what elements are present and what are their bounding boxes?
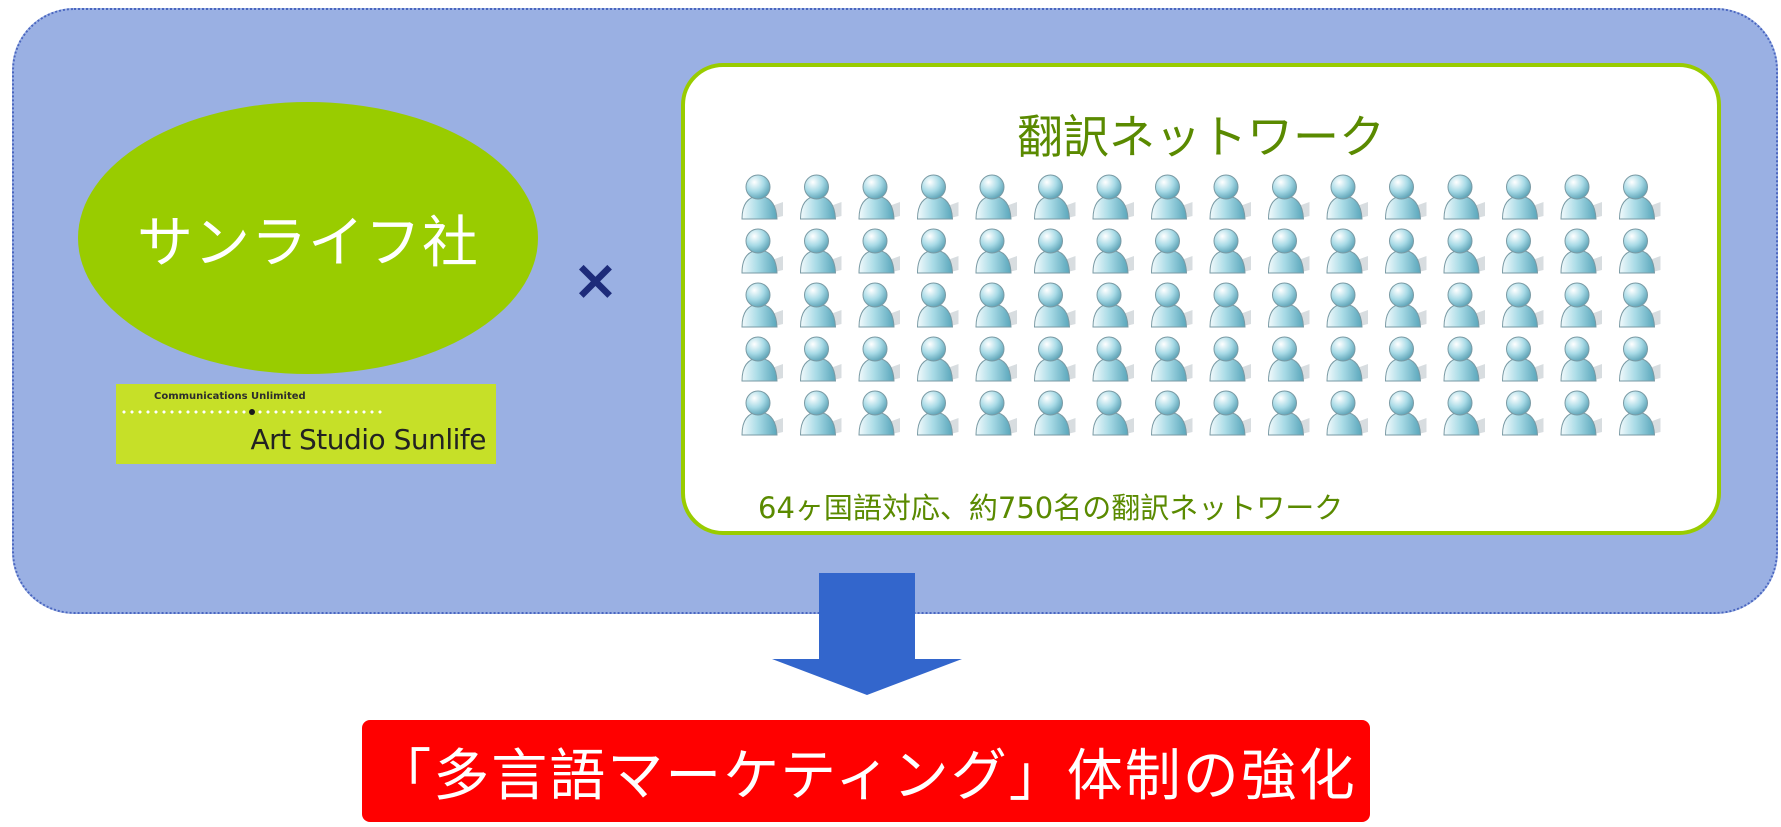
person-icon xyxy=(1618,282,1661,328)
person-icon xyxy=(1092,282,1134,328)
person-icon xyxy=(1501,336,1544,382)
person-icon xyxy=(1267,282,1310,328)
person-icon xyxy=(916,228,959,274)
person-icon xyxy=(1560,174,1602,220)
person-icon xyxy=(1384,336,1427,382)
person-icon xyxy=(1384,390,1427,436)
person-icon xyxy=(1209,336,1251,382)
people-grid xyxy=(741,174,1661,436)
person-icon xyxy=(1618,174,1661,220)
person-icon xyxy=(858,390,900,436)
person-icon xyxy=(1033,390,1076,436)
person-icon xyxy=(1326,336,1368,382)
person-icon xyxy=(858,228,900,274)
person-icon xyxy=(1443,282,1485,328)
person-icon xyxy=(1209,282,1251,328)
network-title: 翻訳ネットワーク xyxy=(1017,110,1385,164)
person-icon xyxy=(1443,228,1485,274)
network-caption: 64ヶ国語対応、約750名の翻訳ネットワーク xyxy=(758,491,1344,525)
person-icon xyxy=(1267,228,1310,274)
person-icon xyxy=(1443,174,1485,220)
person-icon xyxy=(916,174,959,220)
company-name: サンライフ社 xyxy=(137,210,479,276)
person-icon xyxy=(1618,228,1661,274)
person-icon xyxy=(1384,282,1427,328)
logo-brand: Art Studio Sunlife xyxy=(250,423,486,456)
person-icon xyxy=(1092,228,1134,274)
person-icon xyxy=(1326,228,1368,274)
person-icon xyxy=(975,282,1017,328)
person-icon xyxy=(1033,174,1076,220)
person-icon xyxy=(1326,174,1368,220)
person-icon xyxy=(1501,282,1544,328)
person-icon xyxy=(1267,174,1310,220)
person-icon xyxy=(741,282,783,328)
person-icon xyxy=(1150,336,1193,382)
person-icon xyxy=(1326,390,1368,436)
person-icon xyxy=(1092,174,1134,220)
person-icon xyxy=(1618,336,1661,382)
logo-tagline: Communications Unlimited xyxy=(154,391,306,402)
person-icon xyxy=(1501,228,1544,274)
person-icon xyxy=(1033,336,1076,382)
person-icon xyxy=(799,228,842,274)
person-icon xyxy=(1560,282,1602,328)
person-icon xyxy=(1033,228,1076,274)
person-icon xyxy=(975,228,1017,274)
person-icon xyxy=(1326,282,1368,328)
result-text: 「多言語マーケティング」体制の強化 xyxy=(375,743,1357,809)
person-icon xyxy=(741,336,783,382)
person-icon xyxy=(741,390,783,436)
company-ellipse: サンライフ社 xyxy=(78,102,538,374)
person-icon xyxy=(1150,174,1193,220)
person-icon xyxy=(1618,390,1661,436)
person-icon xyxy=(1209,390,1251,436)
art-studio-sunlife-logo: Communications Unlimited Art Studio Sunl… xyxy=(116,384,496,464)
person-icon xyxy=(1209,228,1251,274)
person-icon xyxy=(1267,336,1310,382)
person-icon xyxy=(1150,390,1193,436)
person-icon xyxy=(741,228,783,274)
person-icon xyxy=(916,390,959,436)
person-icon xyxy=(858,174,900,220)
logo-dot-mark xyxy=(249,409,255,415)
person-icon xyxy=(799,336,842,382)
network-box: 翻訳ネットワーク 64ヶ国語対応、約750名の翻訳ネットワーク xyxy=(681,63,1721,535)
person-icon xyxy=(1033,282,1076,328)
person-icon xyxy=(1150,228,1193,274)
person-icon xyxy=(975,390,1017,436)
person-icon xyxy=(1560,390,1602,436)
person-icon xyxy=(1092,336,1134,382)
down-arrow-icon xyxy=(772,573,962,695)
person-icon xyxy=(858,336,900,382)
person-icon xyxy=(858,282,900,328)
person-icon xyxy=(1384,228,1427,274)
person-icon xyxy=(1267,390,1310,436)
person-icon xyxy=(799,390,842,436)
person-icon xyxy=(799,282,842,328)
multiply-sign: × xyxy=(572,248,619,313)
person-icon xyxy=(741,174,783,220)
person-icon xyxy=(1092,390,1134,436)
person-icon xyxy=(916,336,959,382)
person-icon xyxy=(799,174,842,220)
result-banner: 「多言語マーケティング」体制の強化 xyxy=(362,720,1370,822)
person-icon xyxy=(916,282,959,328)
person-icon xyxy=(1560,228,1602,274)
person-icon xyxy=(975,336,1017,382)
person-icon xyxy=(975,174,1017,220)
person-icon xyxy=(1501,390,1544,436)
person-icon xyxy=(1501,174,1544,220)
person-icon xyxy=(1384,174,1427,220)
person-icon xyxy=(1560,336,1602,382)
person-icon xyxy=(1150,282,1193,328)
person-icon xyxy=(1443,390,1485,436)
person-icon xyxy=(1443,336,1485,382)
person-icon xyxy=(1209,174,1251,220)
